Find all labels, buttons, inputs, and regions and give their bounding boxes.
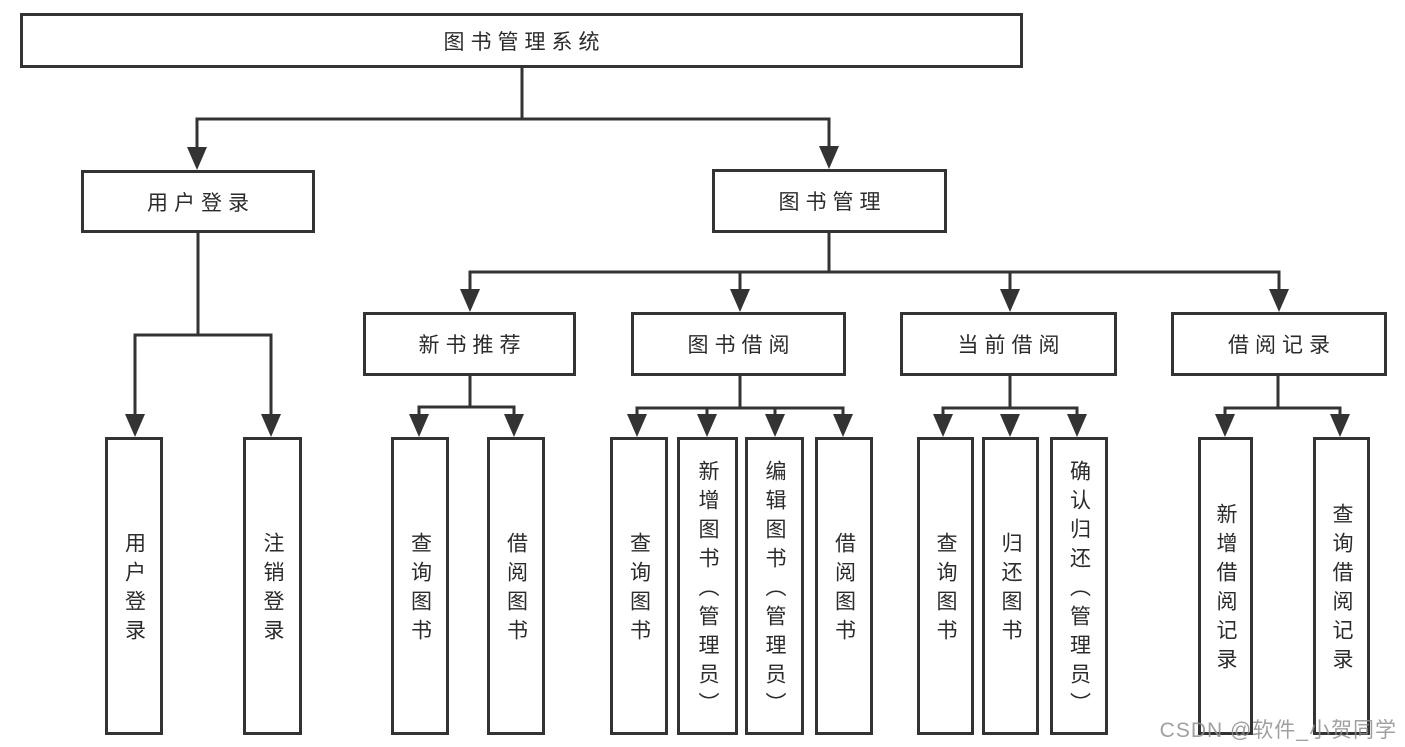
csdn-watermark: CSDN @软件_小贺同学 bbox=[1159, 719, 1397, 742]
leaf-borrow-books-recommend: 借阅图书 bbox=[487, 437, 545, 735]
leaf-query-books-current: 查询图书 bbox=[917, 437, 974, 735]
leaf-query-borrow-record: 查询借阅记录 bbox=[1313, 437, 1370, 735]
leaf-return-books: 归还图书 bbox=[982, 437, 1039, 735]
leaf-add-borrow-record: 新增借阅记录 bbox=[1198, 437, 1253, 735]
node-label: 查询图书 bbox=[934, 532, 957, 648]
node-new-book-recommend: 新书推荐 bbox=[363, 312, 576, 376]
leaf-logout: 注销登录 bbox=[243, 437, 302, 735]
node-current-borrowing: 当前借阅 bbox=[900, 312, 1117, 376]
node-label: 当前借阅 bbox=[957, 334, 1066, 357]
node-label: 借阅图书 bbox=[504, 532, 528, 648]
node-label: 用户登录 bbox=[147, 191, 255, 215]
node-label: 图书管理 bbox=[778, 191, 887, 214]
node-label: 图书借阅 bbox=[687, 334, 796, 357]
node-label: 新增图书（管理员） bbox=[696, 459, 719, 721]
node-user-login: 用户登录 bbox=[81, 170, 315, 233]
node-label: 图书管理系统 bbox=[443, 30, 606, 54]
node-label: 查询借阅记录 bbox=[1330, 503, 1353, 677]
node-label: 新增借阅记录 bbox=[1214, 503, 1237, 677]
node-root-book-management-system: 图书管理系统 bbox=[20, 13, 1023, 68]
node-label: 注销登录 bbox=[261, 532, 284, 648]
node-label: 查询图书 bbox=[627, 532, 651, 648]
node-borrowing-records: 借阅记录 bbox=[1171, 312, 1387, 376]
node-label: 用户登录 bbox=[122, 532, 146, 648]
leaf-query-books-recommend: 查询图书 bbox=[391, 437, 449, 735]
leaf-query-books-borrow: 查询图书 bbox=[610, 437, 668, 735]
node-label: 查询图书 bbox=[408, 532, 432, 648]
leaf-user-login: 用户登录 bbox=[105, 437, 163, 735]
node-book-management: 图书管理 bbox=[712, 169, 947, 233]
node-book-borrowing: 图书借阅 bbox=[631, 312, 846, 376]
leaf-edit-books-admin: 编辑图书（管理员） bbox=[745, 437, 804, 735]
leaf-borrow-books: 借阅图书 bbox=[815, 437, 873, 735]
node-label: 新书推荐 bbox=[418, 334, 527, 357]
node-label: 确认归还（管理员） bbox=[1067, 459, 1091, 721]
node-label: 编辑图书（管理员） bbox=[763, 459, 786, 721]
arrowheads bbox=[125, 146, 1350, 437]
leaf-confirm-return-admin: 确认归还（管理员） bbox=[1050, 437, 1108, 735]
node-label: 借阅记录 bbox=[1228, 334, 1336, 357]
node-label: 归还图书 bbox=[999, 532, 1022, 648]
leaf-add-books-admin: 新增图书（管理员） bbox=[677, 437, 738, 735]
node-label: 借阅图书 bbox=[832, 532, 856, 648]
